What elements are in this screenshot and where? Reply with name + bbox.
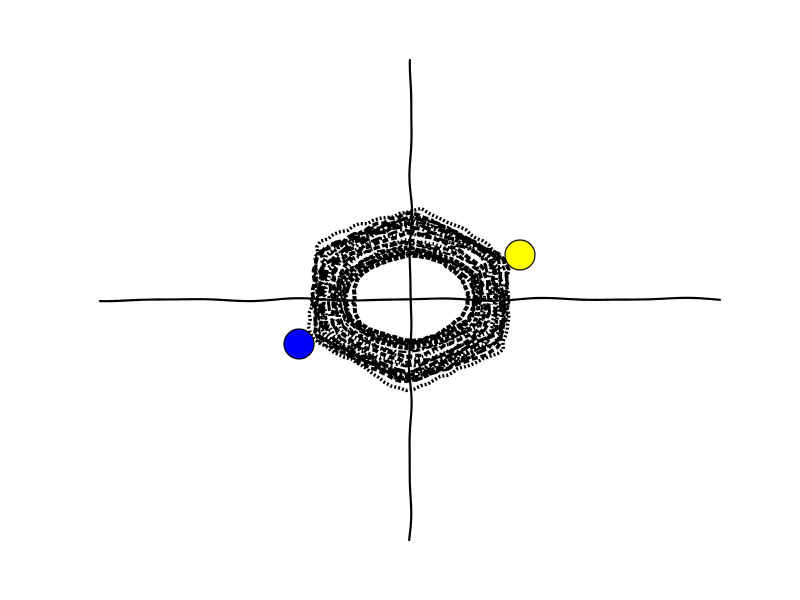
scribble-ring (351, 253, 471, 343)
yellow-dot-marker[interactable] (504, 239, 536, 271)
markers (283, 239, 536, 360)
hexagonal-scribble-ring (306, 206, 511, 393)
scribble-ring (320, 219, 504, 376)
scribble-ring (336, 245, 482, 350)
scribble-ring (331, 238, 488, 359)
vertical-axis-line (407, 58, 414, 542)
blue-dot-marker[interactable] (283, 328, 315, 360)
scribble-ring (319, 224, 499, 375)
scribble-ring (320, 230, 499, 368)
scribble-ring (316, 220, 504, 378)
axes (98, 58, 722, 542)
scribble-ring (341, 247, 480, 348)
scribble-ring (306, 206, 511, 393)
